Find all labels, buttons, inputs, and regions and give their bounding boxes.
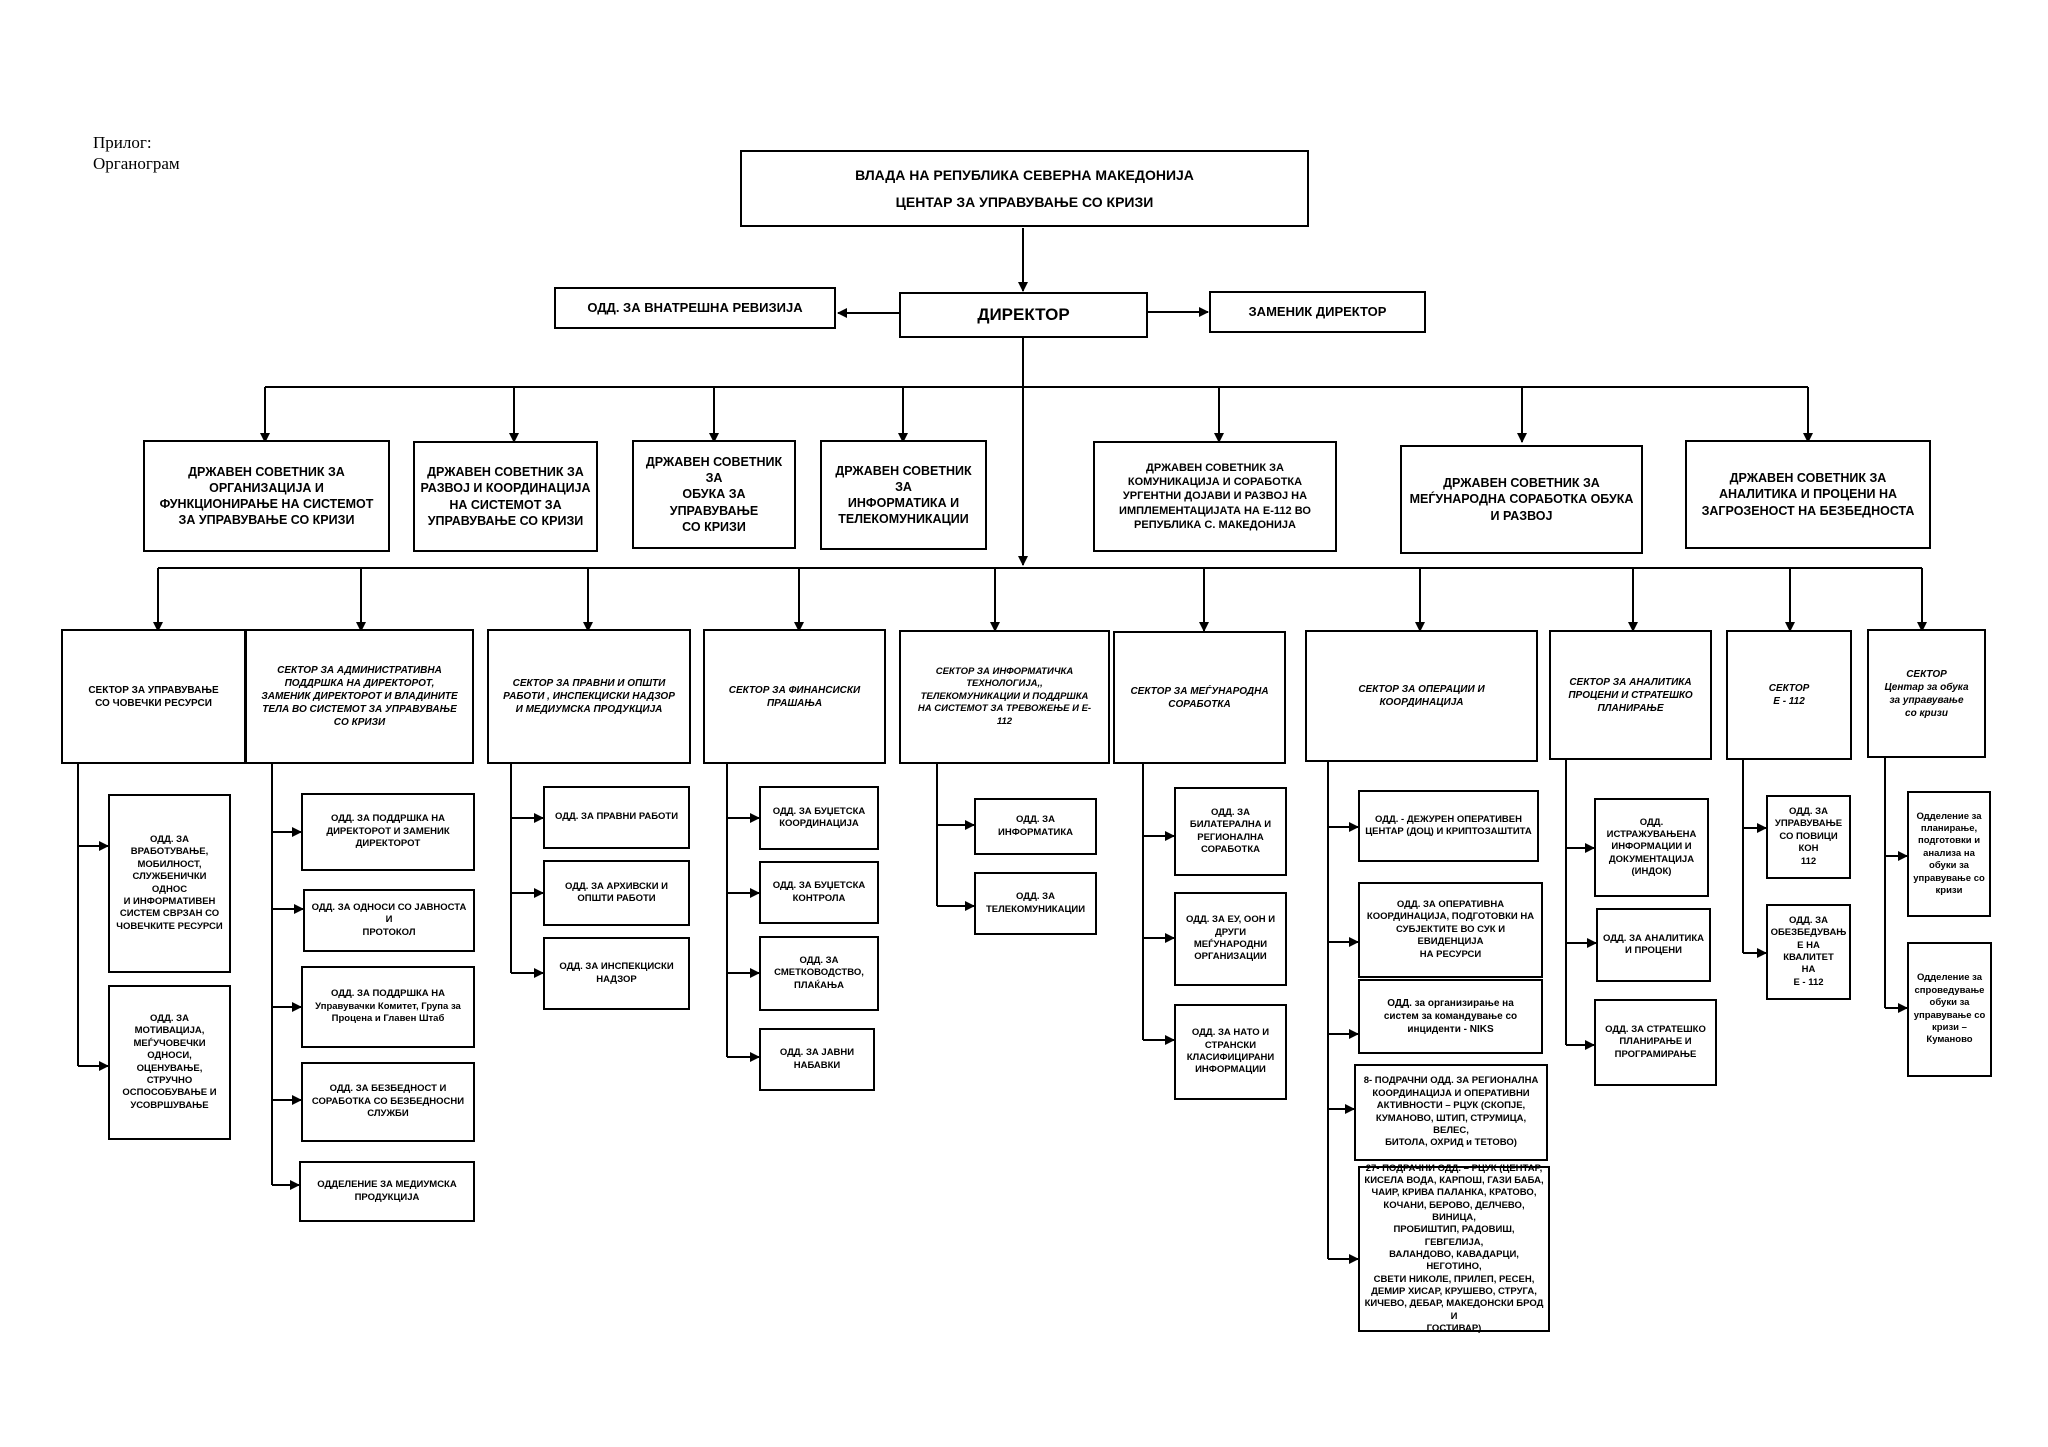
department-box: ОДД. ЗА МОТИВАЦИЈА, МЕЃУЧОВЕЧКИ ОДНОСИ, …: [108, 985, 231, 1140]
deputy-director-box: ЗАМЕНИК ДИРЕКТОР: [1209, 291, 1426, 333]
government-title: ВЛАДА НА РЕПУБЛИКА СЕВЕРНА МАКЕДОНИЈА: [855, 166, 1194, 183]
department-box: 8- ПОДРАЧНИ ОДД. ЗА РЕГИОНАЛНА КООРДИНАЦ…: [1354, 1064, 1548, 1161]
department-box: ОДД. ЗА ПОДДРШКА НА Управувачки Комитет,…: [301, 966, 475, 1048]
sector-box: СЕКТОР Е - 112: [1726, 630, 1852, 760]
department-box: ОДД. ЗА БЕЗБЕДНОСТ И СОРАБОТКА СО БЕЗБЕД…: [301, 1062, 475, 1142]
department-box: ОДД. ЗА БУЏЕТСКА КООРДИНАЦИЈА: [759, 786, 879, 850]
organogram-label: Органограм: [93, 154, 180, 173]
department-box: Одделение за спроведување обуки за управ…: [1907, 942, 1992, 1077]
director-box: ДИРЕКТОР: [899, 292, 1148, 338]
advisor-box: ДРЖАВЕН СОВЕТНИК ЗА ИНФОРМАТИКА И ТЕЛЕКО…: [820, 440, 987, 550]
department-box: ОДД. ИСТРАЖУВАЊЕНА ИНФОРМАЦИИ И ДОКУМЕНТ…: [1594, 798, 1709, 897]
department-box: ОДД. - ДЕЖУРЕН ОПЕРАТИВЕН ЦЕНТАР (ДОЦ) И…: [1358, 790, 1539, 862]
department-box: 27- ПОДРАЧНИ ОДД. – РЦУК (ЦЕНТАР, КИСЕЛА…: [1358, 1163, 1550, 1334]
advisor-box: ДРЖАВЕН СОВЕТНИК ЗА АНАЛИТИКА И ПРОЦЕНИ …: [1685, 440, 1931, 549]
department-box: ОДД. ЗА УПРАВУВАЊЕ СО ПОВИЦИ КОН 112: [1766, 795, 1851, 879]
sector-box: СЕКТОР ЗА ПРАВНИ И ОПШТИ РАБОТИ , ИНСПЕК…: [487, 629, 691, 764]
department-box: ОДД. ЗА БУЏЕТСКА КОНТРОЛА: [759, 861, 879, 924]
advisor-box: ДРЖАВЕН СОВЕТНИК ЗА МЕЃУНАРОДНА СОРАБОТК…: [1400, 445, 1643, 554]
department-box: ОДД. ЗА ПОДДРШКА НА ДИРЕКТОРОТ И ЗАМЕНИК…: [301, 793, 475, 871]
annex-label: Прилог:: [93, 133, 152, 152]
department-box: ОДД. ЗА НАТО И СТРАНСКИ КЛАСИФИЦИРАНИ ИН…: [1174, 1004, 1287, 1100]
annex-note: Прилог: Органограм: [93, 132, 180, 174]
advisor-box: ДРЖАВЕН СОВЕТНИК ЗА ОБУКА ЗА УПРАВУВАЊЕ …: [632, 440, 796, 549]
department-box: ОДД. ЗА СТРАТЕШКО ПЛАНИРАЊЕ И ПРОГРАМИРА…: [1594, 999, 1717, 1086]
advisor-box: ДРЖАВЕН СОВЕТНИК ЗА РАЗВОЈ И КООРДИНАЦИЈ…: [413, 441, 598, 552]
department-box: ОДД. ЗА ОДНОСИ СО ЈАВНОСТА И ПРОТОКОЛ: [303, 889, 475, 952]
sector-box: СЕКТОР ЗА АДМИНИСТРАТИВНА ПОДДРШКА НА ДИ…: [245, 629, 474, 764]
department-box: ОДД. ЗА АРХИВСКИ И ОПШТИ РАБОТИ: [543, 860, 690, 926]
advisor-box: ДРЖАВЕН СОВЕТНИК ЗА КОМУНИКАЦИЈА И СОРАБ…: [1093, 441, 1337, 552]
department-box: ОДД. ЗА ИНФОРМАТИКА: [974, 798, 1097, 855]
sector-box: СЕКТОР ЗА ФИНАНСИСКИ ПРАШАЊА: [703, 629, 886, 764]
department-box: ОДД. за организирање на систем за команд…: [1358, 979, 1543, 1054]
department-box: ОДД. ЗА ЈАВНИ НАБАВКИ: [759, 1028, 875, 1091]
department-box: ОДД. ЗА ОБЕЗБЕДУВАЊ Е НА КВАЛИТЕТ НА Е -…: [1766, 904, 1851, 1000]
sector-box: СЕКТОР ЗА ОПЕРАЦИИ И КООРДИНАЦИЈА: [1305, 630, 1538, 762]
department-box: ОДД. ЗА ПРАВНИ РАБОТИ: [543, 786, 690, 849]
center-title: ЦЕНТАР ЗА УПРАВУВАЊЕ СО КРИЗИ: [895, 193, 1154, 210]
department-box: ОДДЕЛЕНИЕ ЗА МЕДИУМСКА ПРОДУКЦИЈА: [299, 1161, 475, 1222]
department-box: ОДД. ЗА ВРАБОТУВАЊЕ, МОБИЛНОСТ, СЛУЖБЕНИ…: [108, 794, 231, 973]
sector-box: СЕКТОР ЗА УПРАВУВАЊЕ СО ЧОВЕЧКИ РЕСУРСИ: [61, 629, 246, 764]
sector-box: СЕКТОР ЗА ИНФОРМАТИЧКА ТЕХНОЛОГИЈА,, ТЕЛ…: [899, 630, 1110, 764]
government-center-box: ВЛАДА НА РЕПУБЛИКА СЕВЕРНА МАКЕДОНИЈА ЦЕ…: [740, 150, 1309, 227]
department-box: ОДД. ЗА ЕУ, ООН И ДРУГИ МЕЃУНАРОДНИ ОРГА…: [1174, 892, 1287, 986]
sector-box: СЕКТОР ЗА МЕЃУНАРОДНА СОРАБОТКА: [1113, 631, 1286, 764]
internal-audit-box: ОДД. ЗА ВНАТРЕШНА РЕВИЗИЈА: [554, 287, 836, 329]
department-box: ОДД. ЗА АНАЛИТИКА И ПРОЦЕНИ: [1596, 908, 1711, 982]
department-box: ОДД. ЗА БИЛАТЕРАЛНА И РЕГИОНАЛНА СОРАБОТ…: [1174, 787, 1287, 876]
department-box: Одделение за планирање, подготовки и ана…: [1907, 791, 1991, 917]
department-box: ОДД. ЗА СМЕТКОВОДСТВО, ПЛАЌАЊА: [759, 936, 879, 1011]
department-box: ОДД. ЗА ИНСПЕКЦИСКИ НАДЗОР: [543, 937, 690, 1010]
sector-box: СЕКТОР Центар за обука за управување со …: [1867, 629, 1986, 758]
advisor-box: ДРЖАВЕН СОВЕТНИК ЗА ОРГАНИЗАЦИЈА И ФУНКЦ…: [143, 440, 390, 552]
department-box: ОДД. ЗА ОПЕРАТИВНА КООРДИНАЦИЈА, ПОДГОТО…: [1358, 882, 1543, 978]
sector-box: СЕКТОР ЗА АНАЛИТИКА ПРОЦЕНИ И СТРАТЕШКО …: [1549, 630, 1712, 760]
department-box: ОДД. ЗА ТЕЛЕКОМУНИКАЦИИ: [974, 872, 1097, 935]
